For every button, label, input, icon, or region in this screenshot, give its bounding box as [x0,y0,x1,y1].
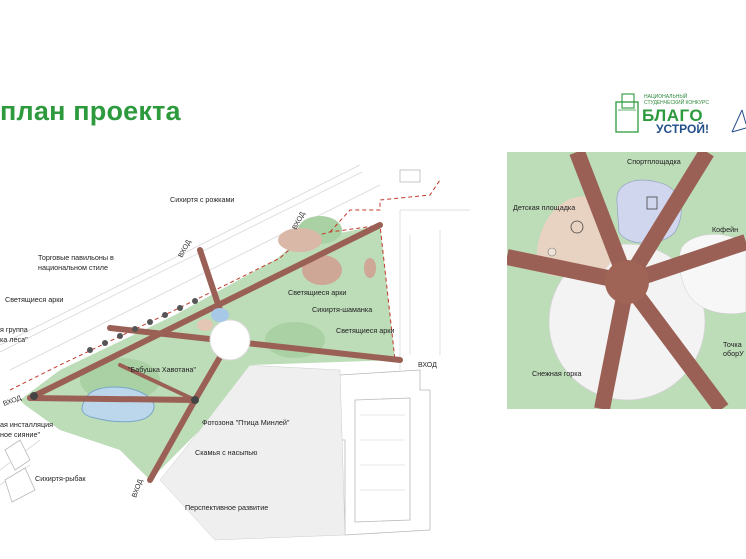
logo-small-text: НАЦИОНАЛЬНЫЙ СТУДЕНЧЕСКИЙ КОНКУРС [644,94,709,106]
sandbox [197,319,213,331]
label-sikhirtya-horns: Сихиртя с рожками [170,195,234,204]
inset-plan: Спортплощадка Детская площадка Кофейн То… [507,152,746,409]
entrance-bottom: ВХОД [131,478,144,498]
entrance-right: ВХОД [418,362,437,369]
road-lines [0,164,470,486]
buildings [4,169,431,536]
pond [81,386,155,423]
central-plaza [209,319,251,361]
label-installation-2: ное сияние" [0,430,40,439]
logo-brand-top: БЛАГО [642,106,704,125]
plazas [278,228,376,285]
label-trade-pavilions-1: Торговые павильоны в [38,253,114,262]
inset-label-snow-hill: Снежная горка [532,369,582,378]
logo: НАЦИОНАЛЬНЫЙ СТУДЕНЧЕСКИЙ КОНКУРС БЛАГО … [612,92,746,142]
trees [87,298,198,353]
label-group-1: я группа [0,325,28,334]
label-arches-left: Светящиеся арки [5,295,63,304]
carousel-icon [570,220,584,234]
label-fisherman: Сихиртя-рыбак [35,474,86,483]
label-grandma: "Бабушка Хавотана" [128,365,196,374]
label-installation-1: ая инсталляция [0,420,53,429]
label-perspective: Перспективное развитие [185,503,268,512]
label-arches-right: Светящиеся арки [336,326,394,335]
label-trade-pavilions-2: национальном стиле [38,263,108,272]
inset-label-sports: Спортплощадка [627,157,681,166]
entrance-marker-center [191,396,199,404]
playground-element [547,247,557,257]
logo-building-icon [615,93,746,133]
inset-label-kids: Детская площадка [513,203,575,212]
page-title: план проекта [0,96,181,126]
label-arches-center: Светящиеся арки [288,288,346,297]
label-photozone: Фотозона "Птица Минлей" [202,418,290,427]
inset-label-point-2: оборУ [723,349,744,358]
main-park-plan: Сихиртя с рожками Торговые павильоны в н… [0,164,470,541]
building-hatch [360,414,405,491]
central-fountain [211,308,229,322]
label-group-2: ка леса" [0,335,28,344]
logo-brand-bottom: УСТРОЙ! [656,122,709,136]
inset-label-point-1: Точка [723,340,742,349]
sports-equipment-icon [646,196,658,210]
entrance-left: ВХОД [2,395,22,408]
entrance-marker-left [30,392,38,400]
label-bench: Скамья с насыпью [195,448,258,457]
boundary-line-top [329,179,441,233]
entrance-top-left: ВХОД [178,239,193,259]
label-sikhirtya-shaman: Сихиртя-шаманка [312,305,372,314]
inset-label-coffee: Кофейн [712,225,738,234]
inset-center-plaza [605,260,649,304]
